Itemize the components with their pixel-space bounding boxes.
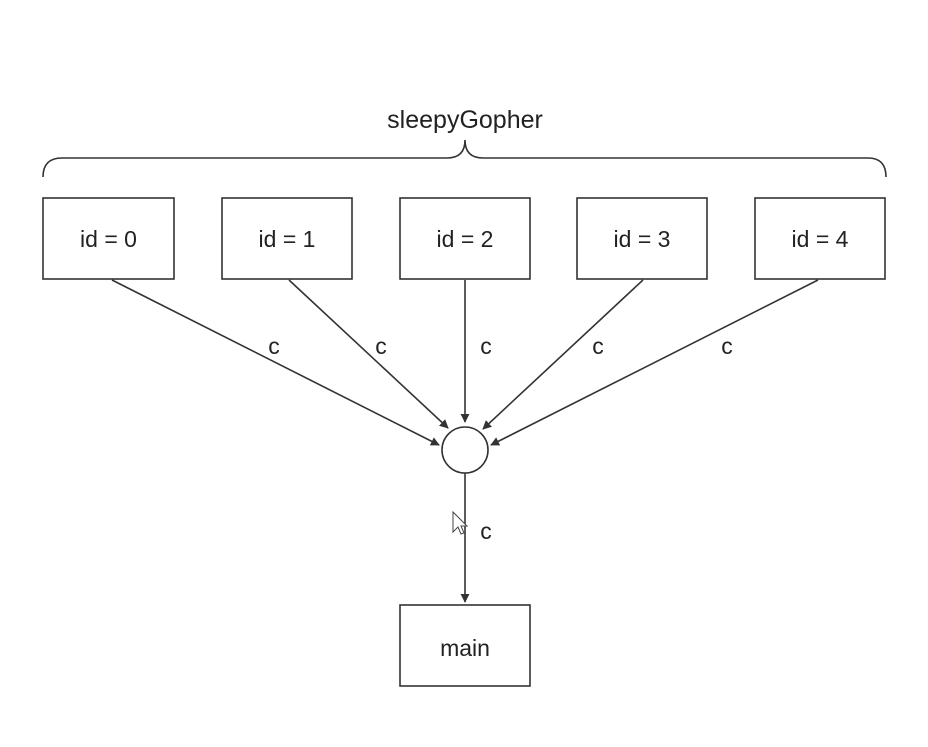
edge-worker-0 <box>111 279 440 446</box>
edge-label-hub-to-main: c <box>480 518 492 544</box>
edge-label-worker-1: c <box>375 333 387 359</box>
worker-node-2: id = 2 <box>399 197 531 280</box>
edge-worker-3 <box>482 279 644 430</box>
edge-worker-1 <box>288 279 449 429</box>
worker-node-label: id = 2 <box>437 226 494 252</box>
worker-node-4: id = 4 <box>754 197 886 280</box>
edge-label-worker-0: c <box>268 333 280 359</box>
group-brace <box>42 139 887 178</box>
main-node: main <box>399 604 531 687</box>
worker-node-label: id = 1 <box>259 226 316 252</box>
group-title: sleepyGopher <box>387 106 543 134</box>
edge-label-worker-4: c <box>721 333 733 359</box>
worker-node-3: id = 3 <box>576 197 708 280</box>
worker-node-0: id = 0 <box>42 197 175 280</box>
channel-hub <box>441 426 489 474</box>
edge-label-worker-2: c <box>480 333 492 359</box>
worker-node-1: id = 1 <box>221 197 353 280</box>
edge-label-worker-3: c <box>592 333 604 359</box>
worker-node-label: id = 3 <box>614 226 671 252</box>
worker-node-label: id = 0 <box>80 226 137 252</box>
worker-node-label: id = 4 <box>792 226 849 252</box>
mouse-cursor-icon <box>452 510 469 535</box>
edge-worker-4 <box>490 279 819 446</box>
main-node-label: main <box>440 635 490 661</box>
